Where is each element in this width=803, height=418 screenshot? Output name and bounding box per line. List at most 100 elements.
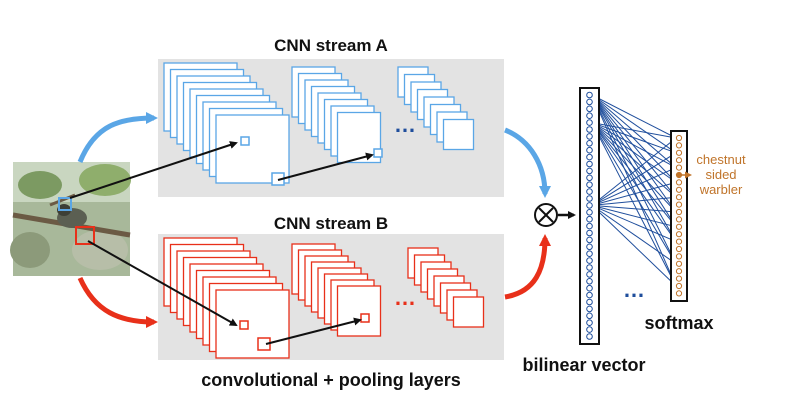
bilinear-edge (591, 152, 677, 206)
units-ellipsis: … (623, 277, 645, 302)
softmax-unit (675, 179, 683, 186)
softmax-unit (675, 157, 683, 164)
stream-b-output-arrow (504, 234, 551, 300)
bilinear-to-softmax-edges (591, 94, 677, 287)
patch-b-arrow-2 (265, 317, 362, 345)
patch-a-arrow-2 (277, 152, 374, 181)
circled-times-icon (534, 203, 558, 227)
softmax-unit (675, 149, 683, 156)
stream-a-output-arrow (503, 127, 551, 198)
bilinear-edge (591, 94, 677, 168)
softmax-unit (675, 134, 683, 142)
bilinear-edge (591, 204, 677, 213)
bilinear-unit (586, 174, 593, 182)
bilinear-unit (586, 305, 593, 313)
bilinear-edge (591, 122, 677, 183)
bilinear-unit (586, 119, 593, 126)
bilinear-edge (591, 204, 677, 228)
bilinear-edge (591, 122, 677, 154)
bilinear-unit (586, 133, 593, 140)
bilinear-edge (591, 94, 677, 154)
bilinear-unit (586, 243, 593, 251)
stream-a-stage3-map (442, 118, 475, 151)
bilinear-edge (591, 94, 677, 183)
softmax-unit (675, 238, 683, 245)
patch-b-arrow-1 (87, 240, 238, 326)
bilinear-unit (586, 188, 593, 195)
stream-a-feature-maps (163, 62, 475, 186)
stream-a-stage1-map (215, 114, 290, 184)
softmax-unit (675, 208, 683, 216)
bilinear-unit (586, 291, 593, 299)
bilinear-unit (586, 326, 593, 333)
softmax-unit (675, 223, 683, 230)
bilinear-unit (586, 278, 593, 285)
input-bird-photo (10, 162, 131, 276)
patch-a-arrow-1 (69, 141, 238, 199)
bilinear-vector-units (586, 91, 593, 340)
bilinear-edge (591, 204, 677, 243)
stream-a-patch-small (240, 136, 250, 146)
bilinear-edge (591, 205, 677, 287)
bilinear-unit (586, 222, 593, 230)
bilinear-edge (591, 122, 677, 287)
bilinear-edge (591, 122, 677, 139)
bilinear-edge (591, 137, 677, 206)
bilinear-unit (586, 264, 593, 271)
softmax-unit (675, 216, 683, 223)
stream-b-ellipsis: … (394, 285, 416, 310)
stream-a-ellipsis: … (394, 112, 416, 137)
stream-b-stage2-map (336, 285, 382, 337)
bilinear-unit (586, 215, 593, 223)
stream-a-input-arrow (77, 112, 158, 163)
bilinear-unit (586, 298, 593, 306)
bilinear-unit (586, 257, 593, 264)
bilinear-edge (591, 204, 677, 265)
softmax-unit (675, 231, 683, 238)
softmax-box (670, 130, 688, 302)
bilinear-edge (591, 181, 677, 206)
bilinear-edge (591, 94, 677, 198)
bilinear-unit (586, 236, 593, 244)
bilinear-edge (591, 122, 677, 228)
bilinear-unit (586, 153, 593, 161)
bilinear-edge (591, 122, 677, 242)
softmax-unit (675, 275, 683, 282)
prediction-line-1: chestnut (696, 152, 746, 167)
bilinear-unit (586, 250, 593, 257)
softmax-unit (675, 253, 683, 260)
bilinear-unit (586, 333, 593, 340)
softmax-unit (675, 142, 683, 149)
softmax-unit (675, 164, 683, 171)
bilinear-edge (591, 167, 677, 206)
stream-b-patch-small (239, 320, 249, 330)
bilinear-unit (586, 181, 593, 188)
bilinear-edge (591, 122, 677, 265)
bilinear-edge (591, 196, 677, 206)
stream-b-stage3-map (452, 296, 485, 328)
bilinear-unit (586, 202, 593, 209)
bilinear-unit (586, 91, 593, 99)
bilinear-unit (586, 284, 593, 292)
bilinear-edge (591, 94, 677, 228)
prediction-line-2: sided (705, 167, 736, 182)
softmax-unit (675, 260, 683, 267)
bilinear-unit (586, 229, 593, 237)
stream-b-patch-stage2 (360, 313, 370, 323)
bilinear-caption: bilinear vector (522, 355, 645, 375)
softmax-unit (675, 282, 683, 290)
bilinear-edge (591, 94, 677, 139)
softmax-units (675, 134, 683, 297)
bilinear-unit (586, 312, 593, 320)
bilinear-unit (586, 167, 593, 175)
bilinear-unit (586, 98, 593, 106)
stream-b-stage1-map (215, 289, 290, 359)
bilinear-unit (586, 140, 593, 147)
bilinear-edge (591, 122, 677, 169)
softmax-unit (675, 186, 683, 193)
softmax-unit (675, 201, 683, 208)
bilinear-edge (591, 94, 677, 242)
bilinear-unit (586, 105, 593, 113)
softmax-unit (675, 194, 683, 201)
layers-caption: convolutional + pooling layers (201, 370, 461, 390)
